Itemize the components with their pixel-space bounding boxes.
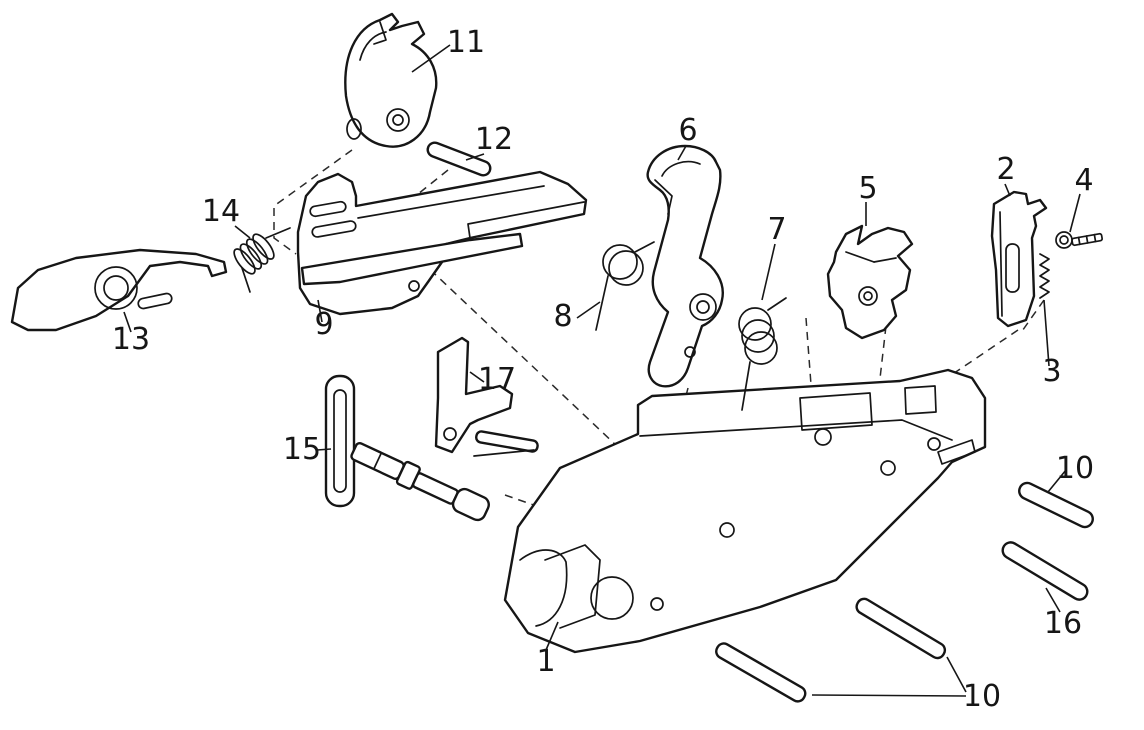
part-8-spring (595, 241, 655, 331)
callout-labels: 11 12 14 9 13 6 8 7 5 2 4 3 17 15 10 16 … (112, 25, 1094, 714)
callout-15: 15 (283, 432, 321, 467)
part-1-housing (503, 368, 987, 654)
callout-12: 12 (475, 122, 513, 157)
part-12-pin (426, 141, 492, 177)
callout-4: 4 (1074, 163, 1093, 198)
callout-10-upper: 10 (1056, 451, 1094, 486)
callout-16: 16 (1044, 606, 1082, 641)
callout-3: 3 (1042, 354, 1061, 389)
part-4-screw (1055, 231, 1103, 249)
callout-6: 6 (678, 113, 697, 148)
callout-13: 13 (112, 322, 150, 357)
part-11-clamp (344, 12, 438, 148)
callout-9: 9 (314, 307, 333, 342)
part-13-lever-plate (10, 248, 228, 332)
part-15-detent-shaft (324, 374, 490, 522)
part-14-spring (233, 227, 291, 293)
part-6-sear-lever (646, 144, 724, 388)
part-2-latch-plate (990, 190, 1048, 328)
part-5-cam (826, 224, 914, 340)
callout-10-bottom: 10 (963, 679, 1001, 714)
part-3-spring (1039, 253, 1050, 299)
part-16-pin (1001, 541, 1089, 601)
part-10-pin-bottom-right (855, 597, 947, 660)
part-10-pin-upper (1018, 481, 1094, 529)
callout-8: 8 (553, 299, 572, 334)
callout-5: 5 (858, 171, 877, 206)
part-10-pin-bottom-left (715, 642, 807, 703)
callout-17: 17 (478, 362, 516, 397)
part-9-carrier (296, 170, 588, 316)
callout-1: 1 (536, 644, 555, 679)
callout-leader-lines (123, 44, 1081, 697)
part-17-bracket (434, 336, 539, 457)
callout-14: 14 (202, 194, 240, 229)
part-7-spring (738, 297, 787, 411)
callout-7: 7 (767, 212, 786, 247)
callout-2: 2 (996, 152, 1015, 187)
callout-11: 11 (447, 25, 485, 60)
